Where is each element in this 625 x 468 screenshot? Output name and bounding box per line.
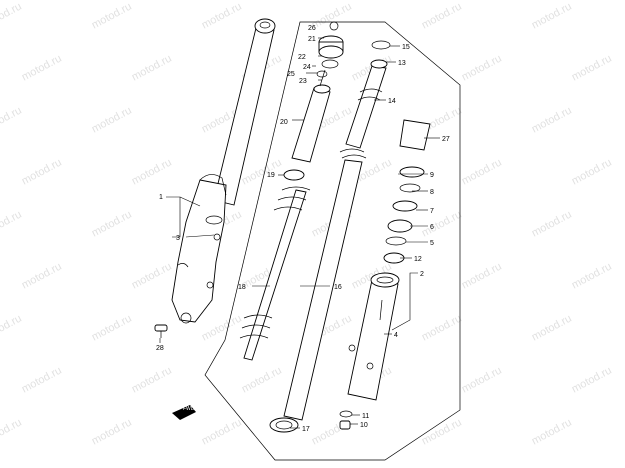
damper-rod [239, 186, 311, 361]
front-arrow-label: FWD [183, 406, 195, 412]
fork-slider-left [171, 174, 227, 324]
callout-27: 27 [442, 136, 450, 143]
seal-stack [383, 166, 425, 264]
callout-10: 10 [360, 422, 368, 429]
bolt-10-11 [339, 410, 353, 430]
callout-11: 11 [362, 413, 369, 420]
callout-16: 16 [334, 284, 342, 291]
assembly-boundary [204, 21, 461, 461]
callout-28: 28 [156, 345, 164, 352]
callout-26: 26 [308, 25, 316, 32]
collar-17 [269, 417, 299, 433]
callout-23: 23 [299, 78, 307, 85]
oring-22 [321, 59, 339, 69]
callout-20: 20 [280, 119, 288, 126]
callout-15: 15 [402, 44, 410, 51]
callout-6: 6 [430, 224, 434, 231]
callout-5: 5 [430, 240, 434, 247]
callout-labels: 1 3 28 26 21 22 24 25 23 20 19 18 16 17 … [156, 25, 450, 433]
callout-3: 3 [176, 235, 180, 242]
callout-21: 21 [308, 36, 316, 43]
front-arrow-icon: FWD [172, 405, 196, 420]
callout-9: 9 [430, 172, 434, 179]
spring-tube-16 [283, 148, 367, 421]
bolt-28 [154, 324, 168, 338]
callout-22: 22 [298, 54, 306, 61]
callout-1: 1 [159, 194, 163, 201]
callout-25: 25 [287, 71, 295, 78]
washer-26 [329, 21, 339, 31]
callout-8: 8 [430, 189, 434, 196]
top-rod-13-14 [345, 59, 388, 149]
ring-15 [371, 40, 391, 50]
callout-12: 12 [414, 256, 422, 263]
callout-19: 19 [267, 172, 275, 179]
fork-tube-outer [213, 18, 276, 206]
cartridge-20 [291, 84, 331, 163]
callout-4: 4 [394, 332, 398, 339]
callout-17: 17 [302, 426, 310, 433]
callout-24: 24 [303, 64, 311, 71]
callout-18: 18 [238, 284, 246, 291]
nut-24 [316, 70, 328, 78]
ring-19 [283, 169, 305, 181]
callout-7: 7 [430, 208, 434, 215]
callout-13: 13 [398, 60, 406, 67]
callout-2: 2 [420, 271, 424, 278]
cap-21 [318, 35, 344, 59]
fork-tube-inner [347, 119, 431, 401]
rod-25 [319, 69, 326, 87]
leader-lines [159, 37, 440, 429]
callout-14: 14 [388, 98, 396, 105]
